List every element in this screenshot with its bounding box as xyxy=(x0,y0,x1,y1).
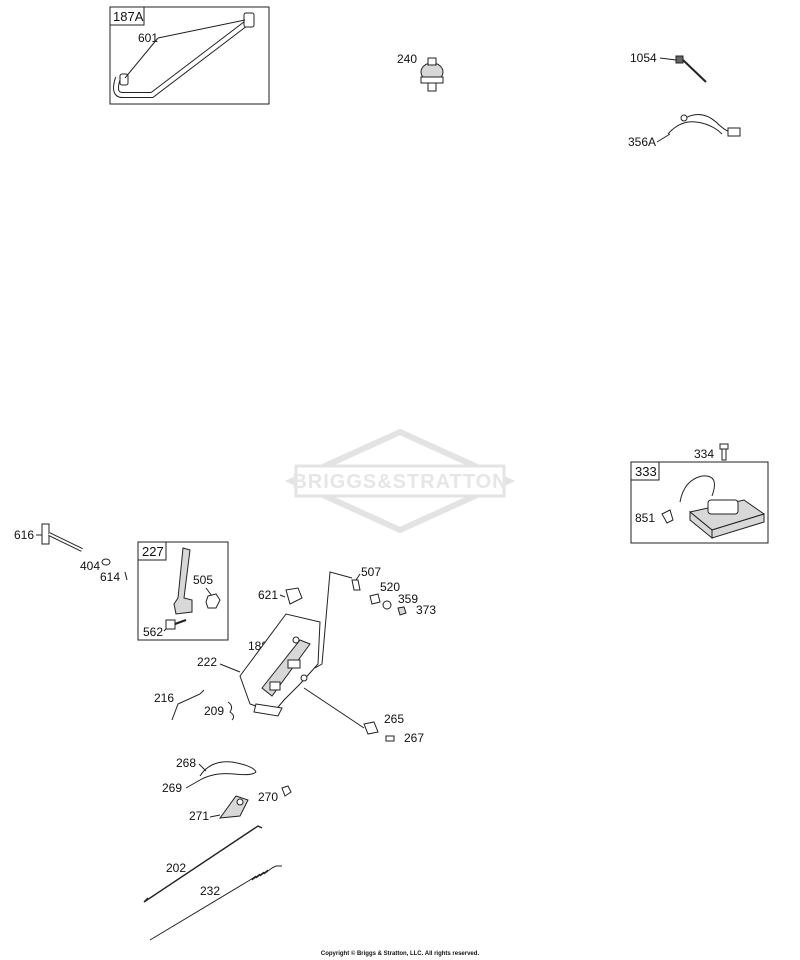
part-label-562: 562 xyxy=(143,625,163,639)
part-373-group: 373 xyxy=(397,603,436,617)
part-label-202: 202 xyxy=(166,861,186,875)
assembly-187A: 187A 601 xyxy=(109,6,270,105)
part-507-group: 507 xyxy=(351,565,381,591)
leader-bracket-507 xyxy=(314,571,353,669)
callout-box-227 xyxy=(137,541,229,641)
callout-box-227-tab xyxy=(137,541,167,561)
callout-box-187A-tab xyxy=(109,6,145,26)
part-label-373: 373 xyxy=(416,603,436,617)
part-359-group: 359 xyxy=(382,592,418,610)
part-520-group: 520 xyxy=(369,580,400,605)
part-label-359: 359 xyxy=(398,592,418,606)
part-1054-cable-tie xyxy=(675,55,707,83)
part-232-link-spring xyxy=(149,865,282,941)
part-209-group: 209 xyxy=(204,701,235,721)
part-268-group: 268 xyxy=(176,756,257,781)
part-359-washer xyxy=(382,600,392,610)
assembly-227: 227 505 562 xyxy=(137,541,229,641)
part-label-404: 404 xyxy=(80,559,100,573)
part-label-601: 601 xyxy=(138,31,158,45)
part-label-334: 334 xyxy=(694,447,714,461)
part-268-cable xyxy=(199,761,257,781)
part-label-209: 209 xyxy=(204,704,224,718)
part-label-268: 268 xyxy=(176,756,196,770)
callout-box-333 xyxy=(630,461,769,544)
part-222-group: 222 xyxy=(197,613,321,717)
part-1054-group: 1054 xyxy=(630,51,707,83)
part-505-nut xyxy=(205,593,221,609)
part-label-614: 614 xyxy=(100,570,120,584)
part-label-505: 505 xyxy=(193,573,213,587)
part-333-ignition-coil xyxy=(679,475,766,540)
part-520-bracket xyxy=(369,593,381,605)
part-356A-group: 356A xyxy=(628,114,741,149)
part-404-washer xyxy=(101,558,111,566)
part-label-356A: 356A xyxy=(628,135,656,149)
callout-label-187A: 187A xyxy=(113,9,144,24)
part-269-group: 269 xyxy=(162,779,201,795)
part-label-616: 616 xyxy=(14,528,34,542)
callout-label-333: 333 xyxy=(635,464,657,479)
part-209-spring xyxy=(227,701,235,721)
part-label-851: 851 xyxy=(635,511,655,525)
part-616-shaft xyxy=(41,523,83,552)
part-label-520: 520 xyxy=(380,580,400,594)
callout-box-333-tab xyxy=(630,461,660,481)
part-404-group: 404 xyxy=(80,558,111,573)
part-label-621: 621 xyxy=(258,588,278,602)
part-271-lever xyxy=(218,795,249,819)
part-265-clamp xyxy=(363,721,379,735)
part-265-group: 265 xyxy=(363,712,404,735)
copyright-footer: Copyright © Briggs & Stratton, LLC. All … xyxy=(321,950,480,957)
part-label-267: 267 xyxy=(404,731,424,745)
part-614-group: 614 xyxy=(100,570,128,584)
part-label-222: 222 xyxy=(197,655,217,669)
leader-222-to-265 xyxy=(303,687,365,729)
part-240-primer-bulb xyxy=(420,57,444,92)
part-851-clip xyxy=(661,509,674,524)
part-label-269: 269 xyxy=(162,781,182,795)
watermark-text: BRIGGS&STRATTON xyxy=(292,471,507,493)
part-507-bolt xyxy=(351,579,361,591)
part-616-group: 616 xyxy=(14,523,83,552)
part-216-link xyxy=(171,689,205,721)
part-label-1054: 1054 xyxy=(630,51,657,65)
part-202-governor-rod xyxy=(143,825,263,903)
part-202-group: 202 xyxy=(143,825,263,903)
part-621-group: 621 xyxy=(258,587,303,605)
part-267-group: 267 xyxy=(385,731,424,745)
part-621-clip xyxy=(285,587,303,605)
part-334-group: 334 xyxy=(694,443,729,461)
part-373-nut xyxy=(397,606,407,616)
part-227-control-lever xyxy=(173,547,193,615)
part-label-507: 507 xyxy=(361,565,381,579)
part-271-group: 271 xyxy=(189,795,249,823)
part-216-group: 216 xyxy=(154,689,205,721)
part-label-240: 240 xyxy=(397,52,417,66)
part-269-pin xyxy=(185,779,201,789)
part-label-271: 271 xyxy=(189,809,209,823)
part-356A-wire-harness xyxy=(667,114,741,137)
part-label-270: 270 xyxy=(258,790,278,804)
part-614-pin xyxy=(124,571,128,581)
part-562-screw xyxy=(165,619,187,630)
part-232-group: 232 xyxy=(149,865,282,941)
part-270-group: 270 xyxy=(258,785,292,804)
part-222-control-bracket xyxy=(239,613,321,717)
callout-box-187A xyxy=(109,6,270,105)
assembly-333: 333 851 xyxy=(630,461,769,544)
part-240-group: 240 xyxy=(397,52,444,92)
part-label-265: 265 xyxy=(384,712,404,726)
briggs-stratton-watermark: BRIGGS&STRATTON xyxy=(284,428,516,534)
part-334-screw xyxy=(719,443,729,461)
part-267-screw xyxy=(385,735,395,742)
callout-label-227: 227 xyxy=(142,544,164,559)
part-label-232: 232 xyxy=(200,884,220,898)
part-label-216: 216 xyxy=(154,691,174,705)
part-270-nut xyxy=(281,785,292,797)
